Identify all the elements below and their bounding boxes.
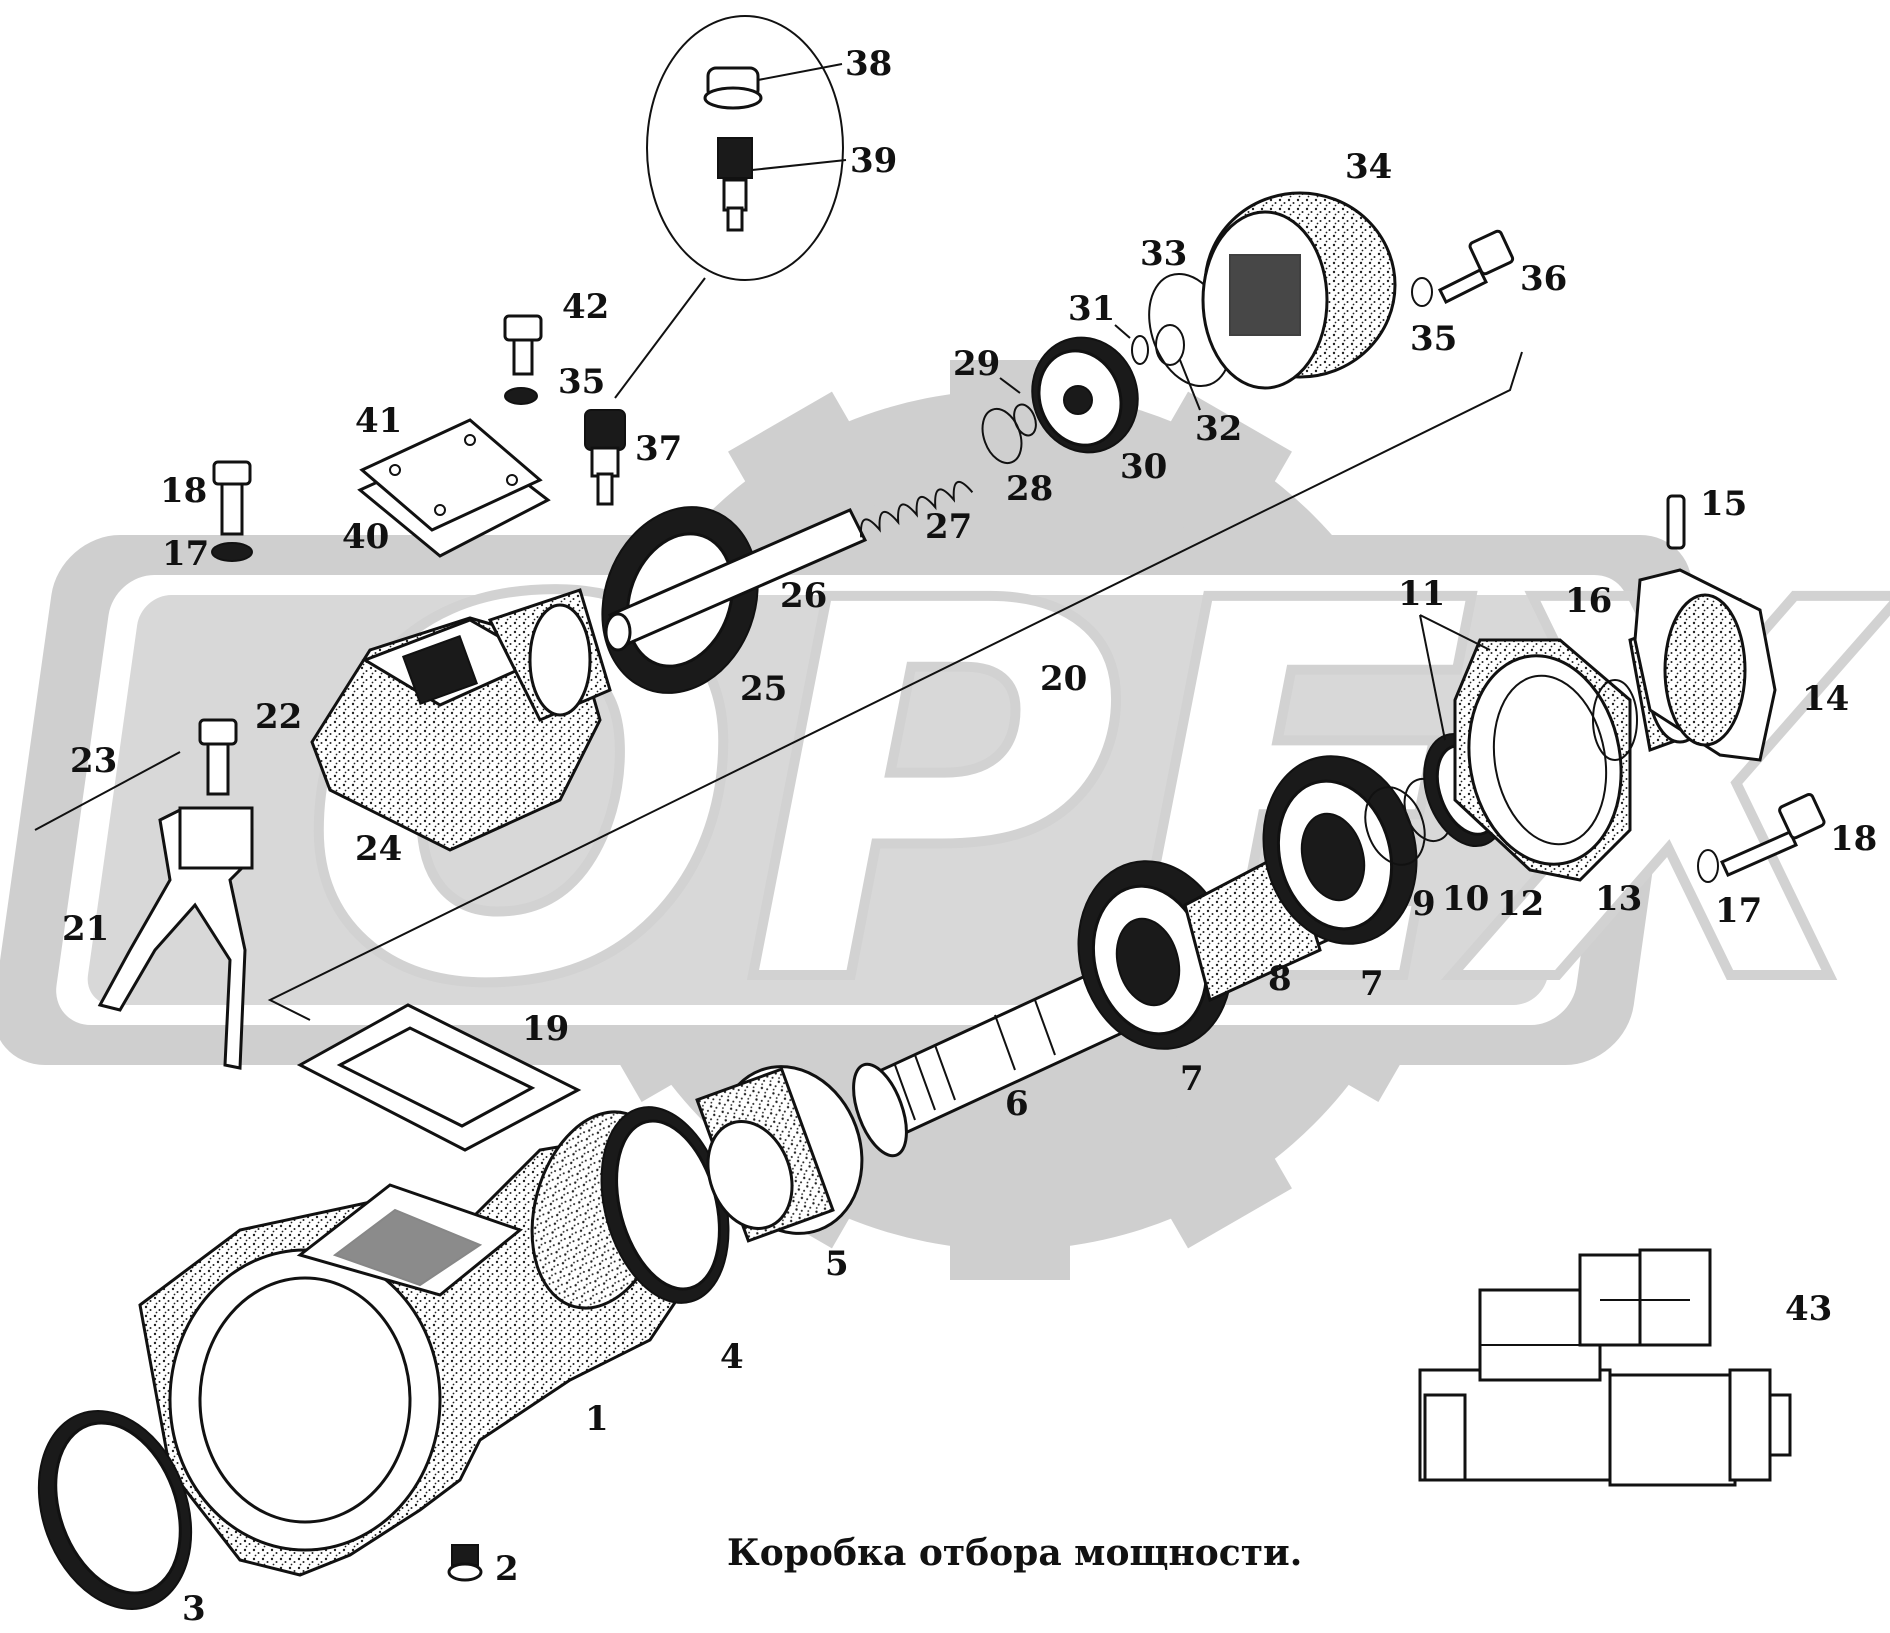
label-2: 2: [495, 1549, 519, 1589]
part-39-valve: [717, 137, 753, 232]
label-4: 4: [720, 1337, 744, 1377]
part-5-gear-sleeve: [695, 1065, 864, 1243]
detail-callout: [614, 15, 844, 399]
label-27: 27: [925, 507, 972, 547]
part-26-selector-shaft: [604, 508, 868, 652]
label-11: 11: [1398, 574, 1445, 614]
part-15-pin: [1666, 494, 1686, 550]
part-23-pin: [34, 751, 181, 831]
label-15: 15: [1700, 484, 1747, 524]
label-38: 38: [845, 44, 892, 84]
part-2-drain-plug: [447, 1544, 483, 1582]
label-22: 22: [255, 697, 302, 737]
part-34-bearing-cap: [1201, 191, 1397, 390]
part-1-main-housing: [138, 1110, 692, 1577]
part-38-plug: [703, 66, 763, 110]
part-35-washer-left: [504, 387, 538, 405]
part-32-ring: [1155, 324, 1185, 366]
label-7-front: 7: [1180, 1059, 1204, 1099]
label-19: 19: [522, 1009, 569, 1049]
diagram-caption: Коробка отбора мощности.: [727, 1532, 1302, 1574]
label-26: 26: [780, 576, 827, 616]
part-24-upper-housing: [310, 588, 612, 852]
label-31: 31: [1068, 289, 1115, 329]
label-20: 20: [1040, 659, 1087, 699]
part-22-bolt: [198, 718, 238, 796]
part-21-shift-fork: [97, 806, 254, 1070]
label-36: 36: [1520, 259, 1567, 299]
part-42-bolt: [503, 314, 543, 376]
label-leaders: [751, 63, 1201, 411]
label-32: 32: [1195, 409, 1242, 449]
part-20-leader: [267, 351, 1523, 1021]
part-19-gasket: [296, 1003, 582, 1152]
part-labels: 1 2 3 4 5 6 7 7 8 9 10 11 12 13 14 15 16…: [62, 44, 1877, 1629]
label-34: 34: [1345, 147, 1392, 187]
part-30-bearing: [1031, 336, 1139, 454]
part-18-17-bolt-washer-left: [211, 460, 253, 562]
label-5: 5: [825, 1244, 849, 1284]
label-35-left: 35: [558, 362, 605, 402]
label-43: 43: [1785, 1289, 1832, 1329]
label-14: 14: [1802, 679, 1849, 719]
part-11-leader: [1419, 614, 1491, 741]
part-18-bolt-right: [1719, 792, 1826, 877]
label-42: 42: [562, 287, 609, 327]
part-35-washer-right: [1411, 277, 1433, 307]
part-37-switch: [584, 409, 626, 506]
label-18-left: 18: [160, 471, 207, 511]
label-21: 21: [62, 909, 109, 949]
label-17-right: 17: [1715, 891, 1762, 931]
part-29-ring: [1013, 403, 1037, 437]
part-13-rear-cover: [1453, 638, 1632, 882]
label-17-left: 17: [162, 534, 209, 574]
part-9-ring: [1364, 786, 1426, 866]
part-27-spring: [859, 481, 974, 538]
label-37: 37: [635, 429, 682, 469]
label-39: 39: [850, 141, 897, 181]
part-7-bearing-rear: [1262, 755, 1418, 945]
label-33: 33: [1140, 234, 1187, 274]
label-24: 24: [355, 829, 402, 869]
label-1: 1: [585, 1399, 609, 1439]
part-36-bolt: [1437, 229, 1515, 305]
label-10: 10: [1442, 879, 1489, 919]
label-13: 13: [1595, 879, 1642, 919]
part-17-washer-right: [1697, 849, 1719, 883]
label-23: 23: [70, 741, 117, 781]
part-43-assembled-view: [1418, 1248, 1792, 1487]
part-40-41-cover-gasket: [357, 418, 551, 558]
label-6: 6: [1005, 1084, 1029, 1124]
part-16-circlip: [1592, 679, 1638, 761]
part-3-seal-ring: [37, 1410, 193, 1610]
label-41: 41: [355, 401, 402, 441]
label-12: 12: [1497, 884, 1544, 924]
label-8: 8: [1268, 959, 1292, 999]
label-40: 40: [342, 517, 389, 557]
label-18-right: 18: [1830, 819, 1877, 859]
label-25: 25: [740, 669, 787, 709]
label-35-right: 35: [1410, 319, 1457, 359]
part-14-output-flange: [1628, 568, 1777, 762]
label-7-rear: 7: [1360, 964, 1384, 1004]
label-3: 3: [182, 1589, 206, 1629]
label-30: 30: [1120, 447, 1167, 487]
label-9: 9: [1412, 884, 1436, 924]
label-28: 28: [1006, 469, 1053, 509]
part-31-circlip: [1131, 335, 1149, 365]
label-16: 16: [1565, 581, 1612, 621]
label-29: 29: [953, 344, 1000, 384]
